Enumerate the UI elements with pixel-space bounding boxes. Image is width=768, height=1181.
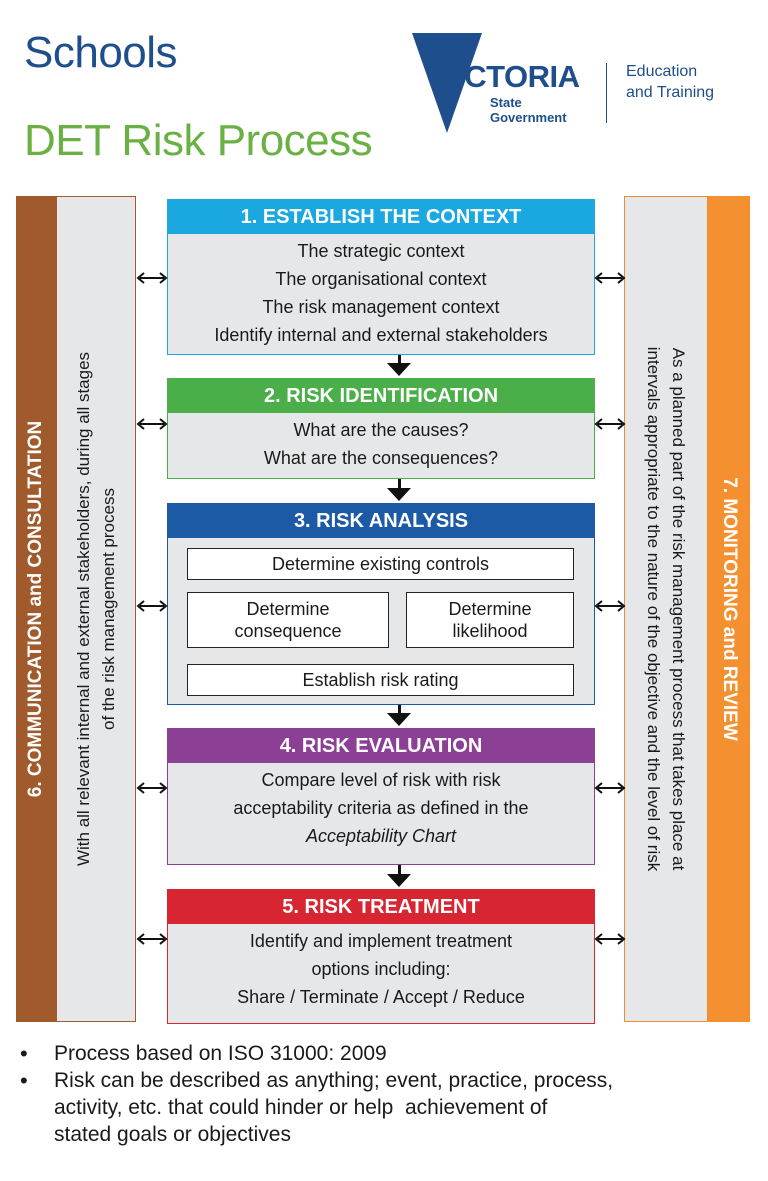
note-line: activity, etc. that could hinder or help…: [54, 1096, 548, 1119]
note-line: Risk can be described as anything; event…: [54, 1069, 614, 1092]
double-arrow-icon: [594, 272, 626, 284]
step-establish-context: 1. ESTABLISH THE CONTEXT The strategic c…: [167, 199, 595, 355]
down-arrow-icon: [387, 713, 411, 726]
step-line: The organisational context: [275, 269, 487, 289]
double-arrow-icon: [594, 418, 626, 430]
double-arrow-icon: [136, 782, 168, 794]
double-arrow-icon: [594, 933, 626, 945]
flow-arrow-stem: [398, 865, 401, 875]
logo-department-line-1: Education: [626, 63, 698, 80]
step-title: 4. RISK EVALUATION: [168, 729, 594, 763]
logo-divider: [606, 63, 607, 123]
communication-text-line: of the risk management process: [99, 488, 118, 730]
step-risk-analysis: 3. RISK ANALYSIS Determine existing cont…: [167, 503, 595, 705]
logo-wordmark: VICTORIA: [436, 59, 580, 94]
flow-arrow-stem: [398, 355, 401, 364]
consequence-label-line: consequence: [234, 621, 342, 641]
step-line: acceptability criteria as defined in the: [233, 798, 529, 818]
monitoring-text-line: As a planned part of the risk management…: [669, 347, 688, 871]
step-line: What are the consequences?: [263, 448, 499, 468]
monitoring-text: As a planned part of the risk management…: [641, 347, 691, 871]
existing-controls-box: Determine existing controls: [187, 548, 574, 580]
step-title: 1. ESTABLISH THE CONTEXT: [168, 200, 594, 234]
communication-bar: 6. COMMUNICATION and CONSULTATION: [16, 196, 56, 1022]
down-arrow-icon: [387, 363, 411, 376]
risk-rating-box: Establish risk rating: [187, 664, 574, 696]
consequence-box: Determine consequence: [187, 592, 389, 648]
communication-text-line: With all relevant internal and external …: [74, 351, 93, 867]
likelihood-label-line: Determine: [448, 599, 532, 619]
double-arrow-icon: [594, 600, 626, 612]
step-body: What are the causes? What are the conseq…: [168, 413, 594, 472]
step-body: Identify and implement treatment options…: [168, 924, 594, 1011]
communication-text: With all relevant internal and external …: [71, 352, 121, 866]
double-arrow-icon: [136, 418, 168, 430]
step-title: 5. RISK TREATMENT: [168, 890, 594, 924]
step-body: The strategic context The organisational…: [168, 234, 594, 349]
step-risk-identification: 2. RISK IDENTIFICATION What are the caus…: [167, 378, 595, 479]
bullet-icon: •: [20, 1068, 28, 1093]
double-arrow-icon: [136, 933, 168, 945]
consequence-label-line: Determine: [246, 599, 330, 619]
step-risk-evaluation: 4. RISK EVALUATION Compare level of risk…: [167, 728, 595, 865]
monitoring-bar: 7. MONITORING and REVIEW: [708, 196, 750, 1022]
flow-arrow-stem: [398, 479, 401, 489]
logo-department-line-2: and Training: [626, 84, 715, 101]
down-arrow-icon: [387, 488, 411, 501]
note-item: • Risk can be described as anything; eve…: [18, 1067, 763, 1148]
step-line: Share / Terminate / Accept / Reduce: [237, 987, 525, 1007]
logo-government: Government: [490, 110, 567, 125]
step-line: Acceptability Chart: [305, 826, 457, 846]
communication-label: 6. COMMUNICATION and CONSULTATION: [25, 420, 46, 798]
double-arrow-icon: [136, 600, 168, 612]
step-title: 3. RISK ANALYSIS: [168, 504, 594, 538]
double-arrow-icon: [136, 272, 168, 284]
victoria-logo: VICTORIA State Government Education and …: [412, 33, 752, 133]
notes-list: • Process based on ISO 31000: 2009 • Ris…: [18, 1040, 763, 1148]
step-line: What are the causes?: [293, 420, 469, 440]
note-line: stated goals or objectives: [54, 1123, 291, 1146]
logo-state: State: [490, 95, 522, 110]
victoria-triangle-icon: [412, 33, 482, 133]
step-title: 2. RISK IDENTIFICATION: [168, 379, 594, 413]
likelihood-label-line: likelihood: [452, 621, 528, 641]
risk-rating-label: Establish risk rating: [302, 670, 459, 690]
step-line: Identify internal and external stakehold…: [214, 325, 548, 345]
step-body: Compare level of risk with risk acceptab…: [168, 763, 594, 850]
flow-arrow-stem: [398, 705, 401, 714]
communication-description: With all relevant internal and external …: [56, 196, 136, 1022]
step-line: Identify and implement treatment: [249, 931, 513, 951]
step-line: The strategic context: [297, 241, 465, 261]
note-line: Process based on ISO 31000: 2009: [54, 1042, 387, 1065]
note-item: • Process based on ISO 31000: 2009: [18, 1040, 763, 1067]
step-line: Compare level of risk with risk: [261, 770, 501, 790]
existing-controls-label: Determine existing controls: [271, 554, 490, 574]
page-subtitle: DET Risk Process: [24, 116, 373, 165]
down-arrow-icon: [387, 874, 411, 887]
step-line: The risk management context: [262, 297, 500, 317]
double-arrow-icon: [594, 782, 626, 794]
step-risk-treatment: 5. RISK TREATMENT Identify and implement…: [167, 889, 595, 1024]
likelihood-box: Determine likelihood: [406, 592, 574, 648]
page-title: Schools: [24, 28, 178, 77]
monitoring-text-line: intervals appropriate to the nature of t…: [644, 346, 663, 872]
monitoring-description: As a planned part of the risk management…: [624, 196, 708, 1022]
monitoring-label: 7. MONITORING and REVIEW: [719, 477, 740, 741]
bullet-icon: •: [20, 1041, 28, 1066]
step-line: options including:: [311, 959, 451, 979]
